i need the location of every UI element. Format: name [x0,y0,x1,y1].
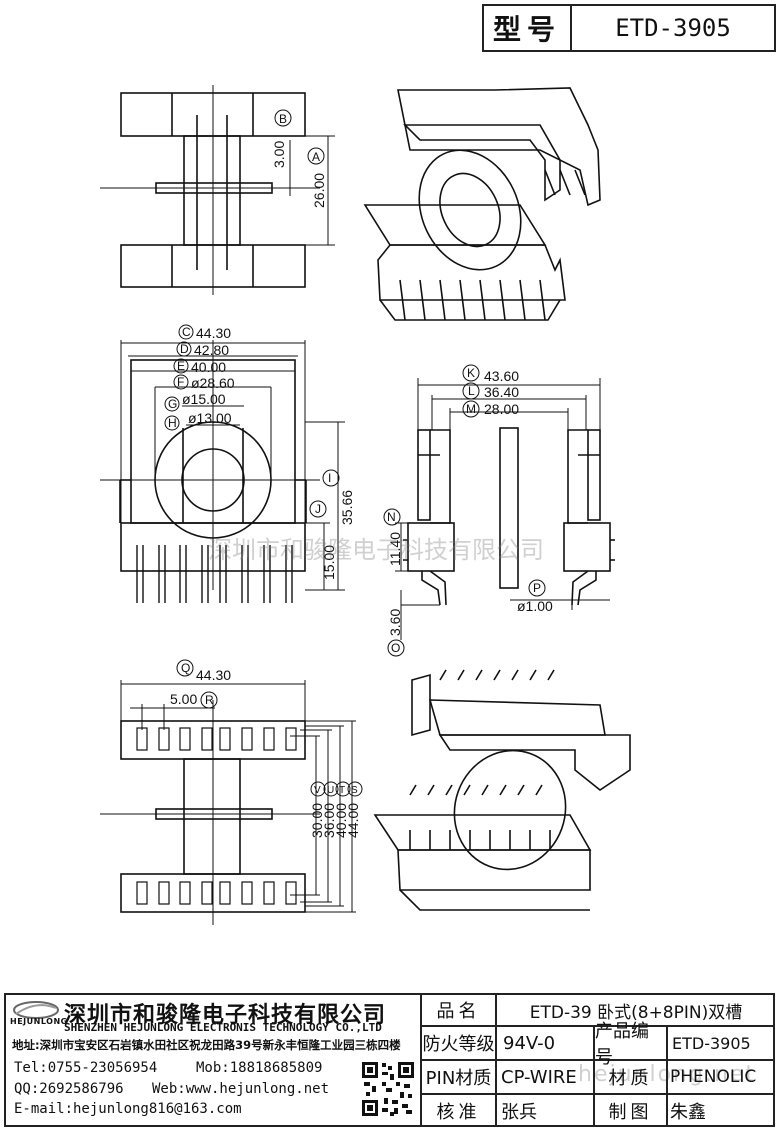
company-tel: Tel:0755-23056954 [14,1060,158,1076]
marker-k: K [467,366,475,380]
iso-view-top [363,87,601,321]
dim-v: 30.00 [309,803,325,838]
dim-d: 42.80 [194,342,229,358]
dim-s: 44.00 [345,803,361,838]
dim-p: ø1.00 [517,598,553,614]
model-title-box: 型号 ETD-3905 [482,4,776,52]
marker-s: S [351,785,358,796]
dim-t: 40.00 [333,803,349,838]
dim-e: 40.00 [191,359,226,375]
bottom-view [100,659,363,925]
drawn-by-value: 朱鑫 [670,1102,706,1123]
marker-n: N [387,510,396,524]
top-view [100,85,335,295]
logo-swoosh-icon [13,1001,59,1019]
marker-m: M [466,402,476,416]
product-name-value: ETD-39 卧式(8+8PIN)双槽 [529,1002,743,1023]
dim-h: ø13.00 [188,410,232,426]
qr-code-icon [360,1060,416,1118]
marker-c: C [182,325,191,339]
marker-t: T [339,785,345,796]
company-mob: Mob:18818685809 [196,1060,323,1076]
dim-n: 11.40 [387,532,403,566]
material-label: 材质 [608,1068,653,1089]
dim-q: 44.30 [196,667,231,683]
fire-rating-value: 94V-0 [503,1032,556,1054]
marker-j: J [315,502,321,516]
spec-table-divider-v3 [593,1025,595,1127]
dim-o: 3.60 [387,609,403,636]
marker-g: G [168,397,177,411]
spec-table-divider-v4 [666,1025,668,1127]
company-web: Web:www.hejunlong.net [152,1081,330,1097]
fire-rating-label: 防火等级 [422,1034,495,1055]
approved-by-value: 张兵 [501,1102,537,1123]
marker-v: V [314,785,321,796]
marker-l: L [468,384,475,398]
company-qq: QQ:2692586796 [14,1081,124,1097]
product-code-label: 产品编号 [595,1021,649,1068]
spec-table-divider-h2 [420,1059,775,1061]
dim-g: ø15.00 [182,391,226,407]
dim-b: 3.00 [271,141,287,168]
marker-b: B [279,112,287,126]
dim-a: 26.00 [311,173,327,208]
marker-i: I [328,471,331,485]
marker-e: E [177,359,185,373]
material-value: PHENOLIC [670,1067,757,1087]
side-view [383,364,615,657]
iso-view-bottom [373,669,631,911]
marker-q: Q [181,661,190,675]
dim-c: 44.30 [196,325,231,341]
dim-l: 36.40 [484,384,519,400]
dim-r: 5.00 [170,691,197,707]
approved-by-label: 核准 [436,1102,481,1123]
marker-f: F [177,375,184,389]
model-label: 型号 [484,6,572,50]
product-name-label: 品名 [436,1001,481,1022]
company-name-cn: 深圳市和骏隆电子科技有限公司 [64,1003,387,1028]
company-watermark: 深圳市和骏隆电子科技有限公司 [208,536,544,564]
marker-r: R [205,693,214,707]
marker-a: A [312,150,320,164]
logo-text: HEJUNLONG [10,1017,68,1026]
marker-o: O [391,641,400,655]
product-code-value: ETD-3905 [672,1033,751,1053]
spec-table-divider-h3 [420,1093,775,1095]
dim-i: 35.66 [339,490,355,525]
marker-d: D [180,342,189,356]
model-value: ETD-3905 [615,14,731,42]
pin-material-label: PIN材质 [425,1068,492,1089]
company-address: 地址:深圳市宝安区石岩镇水田社区祝龙田路39号新永丰恒隆工业园三栋四楼 [12,1038,401,1052]
spec-table-divider-h1 [420,1025,775,1027]
dim-k: 43.60 [484,368,519,384]
dim-m: 28.00 [484,401,519,417]
technical-drawing: B A 3.00 26.00 [100,85,631,925]
marker-h: H [168,416,177,430]
marker-u: U [327,785,334,796]
drawn-by-label: 制图 [608,1102,653,1123]
dim-f: ø28.60 [191,375,235,391]
marker-p: P [533,581,541,595]
dim-u: 36.00 [321,803,337,838]
dim-j: 15.00 [321,545,337,580]
company-name-en: SHENZHEN HEJUNLONG ELECTRONIS TECHNOLOGY… [64,1021,382,1034]
company-email: E-mail:hejunlong816@163.com [14,1101,242,1117]
company-logo: HEJUNLONG [10,998,67,1026]
pin-material-value: CP-WIRE [501,1066,577,1088]
front-view [100,324,345,603]
